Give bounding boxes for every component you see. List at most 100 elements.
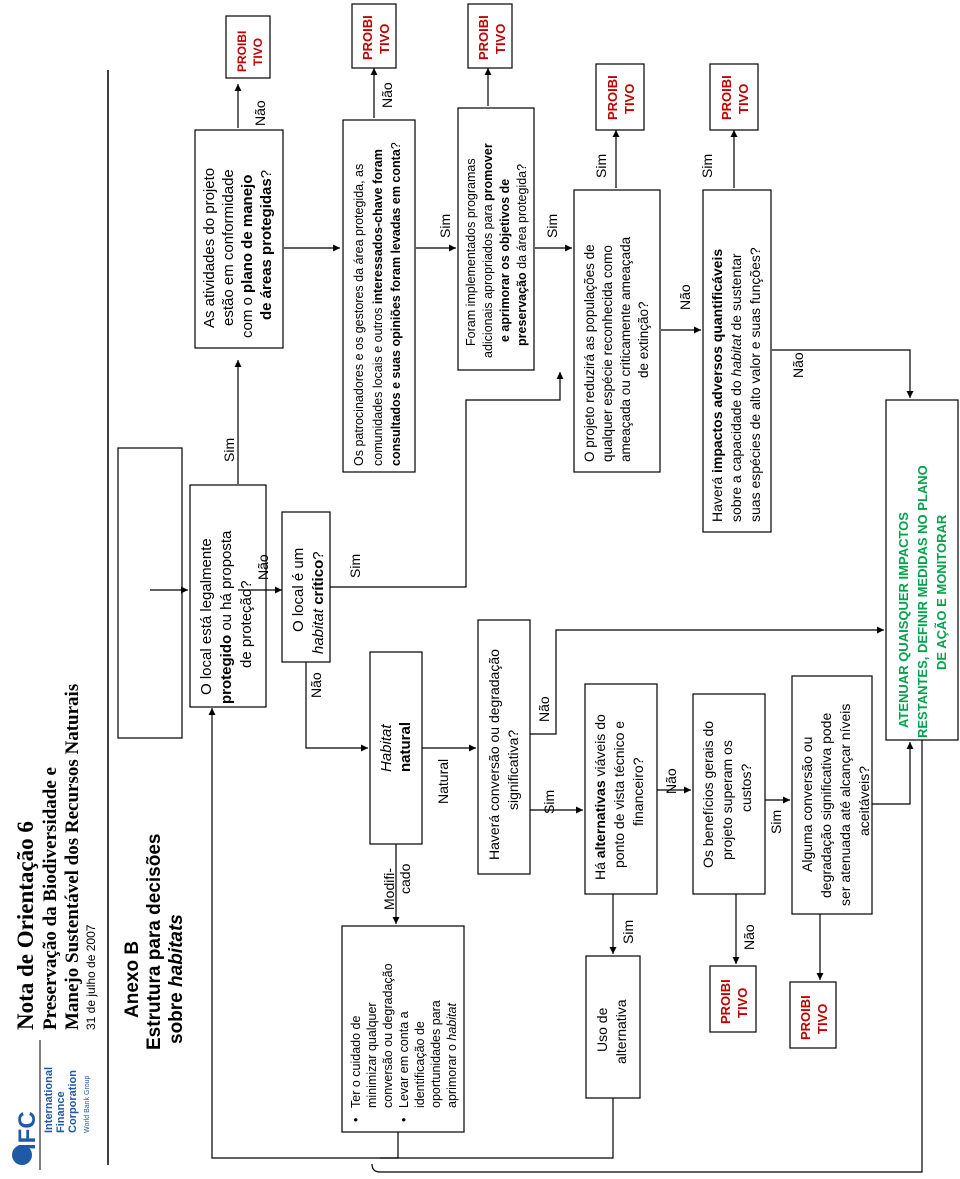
q-species-text-2: qualquer espécie reconhecida como: [600, 245, 615, 462]
q-species-text-4: de extinção?: [636, 301, 651, 378]
q-critical-box: [281, 511, 331, 663]
annex-line-2: Estrutura para decisões: [144, 834, 165, 1050]
prohibited-text-1: PROIBI: [798, 995, 813, 1040]
prohibited-text-2: TIVO: [251, 38, 265, 66]
prohibited-text-1: PROIBI: [718, 979, 733, 1024]
q-plan-text-4: de áreas protegidas?: [258, 170, 275, 320]
prohibited-text-2: TIVO: [493, 24, 508, 54]
label-alternatives-nao: Não: [663, 768, 679, 794]
annex-line-3: sobre habitats: [166, 914, 187, 1044]
prohibited-box-benefits: PROIBI TIVO: [709, 965, 757, 1033]
label-impacts-nao: Não: [790, 352, 806, 378]
arrow-critical-sim-to-species: [330, 372, 564, 588]
q-critical-text-1: O local é um: [290, 548, 307, 632]
label-critical-sim: Sim: [347, 554, 363, 578]
arrow-impacts-nao-to-final: [772, 349, 914, 398]
modified-habitat-box: [341, 925, 465, 1133]
q-conversion-box: [477, 619, 531, 875]
doc-title: Nota de Orientação 6: [13, 821, 38, 1030]
q-plan-text-2: estão em conformidade: [220, 169, 237, 326]
prohibited-box-programs: PROIBI TIVO: [467, 3, 513, 69]
prohibited-text-2: TIVO: [735, 988, 750, 1018]
doc-subtitle-2: Manejo Sustentável dos Recursos Naturais: [62, 684, 83, 1030]
line-use-alternative-loop: [380, 1098, 614, 1159]
modified-text-1: Ter o cuidado de: [349, 1016, 363, 1108]
label-impacts-sim: Sim: [699, 154, 715, 178]
start-box: [117, 447, 183, 739]
q-legal-text-3: de proteção?: [238, 580, 255, 668]
logo-line-3: Corporation: [67, 1070, 79, 1133]
arrow-modified-loop-to-legal: [208, 708, 399, 1159]
final-action-text-2: RESTANTES, DEFINIR MEDIDAS NO PLANO: [915, 465, 930, 738]
prohibited-text-1: PROIBI: [235, 31, 249, 72]
modified-text-6: oportunidades para: [429, 1000, 443, 1108]
modified-bullet-2: •: [397, 1118, 411, 1122]
modified-bullet-1: •: [349, 1118, 363, 1122]
q-plan-text-3: com o plano de manejo: [239, 175, 256, 338]
q-stakeholders-text-3: consultados e suas opiniões foram levada…: [389, 142, 403, 466]
q-mitigation-text-4: aceitáveis?: [856, 766, 872, 836]
arrow-mitigation-sim-to-final: [872, 742, 914, 805]
q-species-box: [573, 189, 661, 473]
final-action-box: [885, 399, 959, 741]
prohibited-text-1: PROIBI: [605, 75, 620, 120]
q-conversion-text-2: significativa?: [505, 730, 521, 810]
use-alternative-text-1: Uso de: [594, 1007, 610, 1052]
q-plan-box: [194, 129, 284, 349]
arrow-conversion-nao-to-final: [530, 626, 884, 735]
label-programs-sim: Sim: [544, 214, 560, 238]
q-benefits-text-1: Os benefícios gerais do: [700, 721, 716, 868]
modified-text-2: minimizar qualquer: [365, 1002, 379, 1108]
q-species-text-1: O projeto reduzirá as populações de: [582, 244, 597, 462]
habitat-natural-box: [369, 651, 423, 845]
logo-letters: IFC: [14, 1111, 41, 1150]
label-conversion-sim: Sim: [541, 790, 557, 814]
q-programs-box: [457, 107, 535, 371]
edge-labels: Sim Não Não Não Sim Sim Sim Não Sim Não …: [221, 82, 806, 950]
prohibited-text-2: TIVO: [736, 84, 751, 114]
label-species-sim: Sim: [593, 154, 609, 178]
q-programs-text-4: preservação da área protegida?: [515, 164, 529, 346]
modified-text-3: conversão ou degradação: [381, 963, 395, 1108]
prohibited-text-2: TIVO: [815, 1004, 830, 1034]
prohibited-text-1: PROIBI: [360, 15, 375, 60]
prohibited-box-mitigation: PROIBI TIVO: [789, 981, 837, 1049]
prohibited-text-2: TIVO: [377, 24, 392, 54]
ifc-logo: IFC International Finance Corporation Wo…: [12, 1067, 91, 1165]
q-stakeholders-text-1: Os patrocinadores e os gestores da área …: [352, 164, 366, 466]
habitat-natural-text-1: Habitat: [378, 724, 395, 772]
q-stakeholders-box: [342, 119, 416, 473]
q-impacts-text-2: sobre a capacidade do habitat de sustent…: [728, 253, 744, 522]
label-stakeholders-sim: Sim: [437, 214, 453, 238]
q-impacts-text-3: suas espécies de alto valor e suas funçõ…: [747, 247, 763, 522]
line-final-loop: [371, 740, 923, 1173]
final-action-text-1: ATENUAR QUAISQUER IMPACTOS: [896, 512, 911, 728]
arrow-critical-nao-to-habitat: [305, 662, 368, 752]
label-stakeholders-nao: Não: [379, 82, 395, 108]
q-legal-box: [189, 484, 267, 708]
label-natural: Natural: [435, 759, 451, 804]
label-benefits-nao: Não: [741, 924, 757, 950]
prohibited-text-1: PROIBI: [719, 75, 734, 120]
q-mitigation-box: [791, 675, 873, 915]
label-legal-sim: Sim: [221, 438, 237, 462]
prohibited-box-species: PROIBI TIVO: [595, 63, 645, 131]
q-mitigation-text-1: Alguma conversão ou: [799, 737, 815, 872]
q-programs-text-3: e aprimorar os objetivos de: [498, 179, 512, 342]
label-plan-nao: Não: [252, 100, 268, 126]
prohibited-text-1: PROIBI: [476, 15, 491, 60]
q-legal-text-1: O local está legalmente: [198, 538, 215, 695]
final-action-text-3: DE AÇÃO E MONITORAR: [934, 514, 949, 670]
label-species-nao: Não: [677, 284, 693, 310]
q-impacts-box: [702, 189, 772, 533]
q-mitigation-text-2: degradação significativa pode: [818, 713, 834, 898]
use-alternative-text-2: alternativa: [613, 999, 629, 1064]
q-programs-text-2: adicionais apropriados para promover: [481, 143, 495, 358]
habitat-natural-text-2: natural: [397, 722, 414, 772]
q-legal-text-2: protegido ou há proposta: [218, 530, 235, 704]
q-stakeholders-text-2: comunidades locais e outros interessados…: [371, 149, 385, 466]
modified-text-5: identificação de: [413, 1021, 427, 1108]
logo-line-1: International: [43, 1067, 55, 1133]
prohibited-box-stakeholders: PROIBI TIVO: [351, 3, 397, 69]
